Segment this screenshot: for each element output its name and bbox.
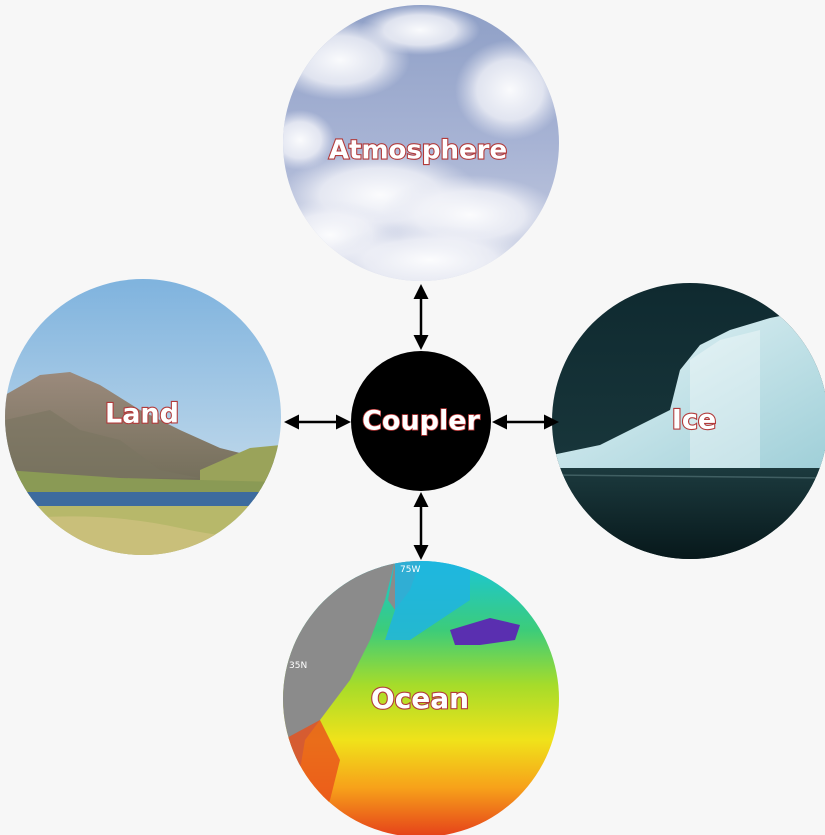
land-label: Land (105, 399, 179, 430)
ocean-label: Ocean (371, 682, 469, 715)
ocean-sst-map-image: 75W 35N (283, 561, 559, 835)
ocean-node: 75W 35N Ocean (283, 561, 559, 835)
coupler-label: Coupler (362, 406, 480, 437)
ice-label: Ice (672, 405, 716, 436)
atmosphere-node: Atmosphere (283, 5, 559, 281)
map-tick-latitude: 35N (289, 661, 307, 671)
coupler-node: Coupler (351, 351, 491, 491)
map-tick-longitude: 75W (400, 565, 420, 575)
coupler-circle (351, 351, 491, 491)
ice-iceberg-image (552, 283, 825, 559)
land-node: Land (5, 279, 281, 555)
atmosphere-label: Atmosphere (329, 136, 507, 166)
ice-node: Ice (552, 283, 825, 559)
